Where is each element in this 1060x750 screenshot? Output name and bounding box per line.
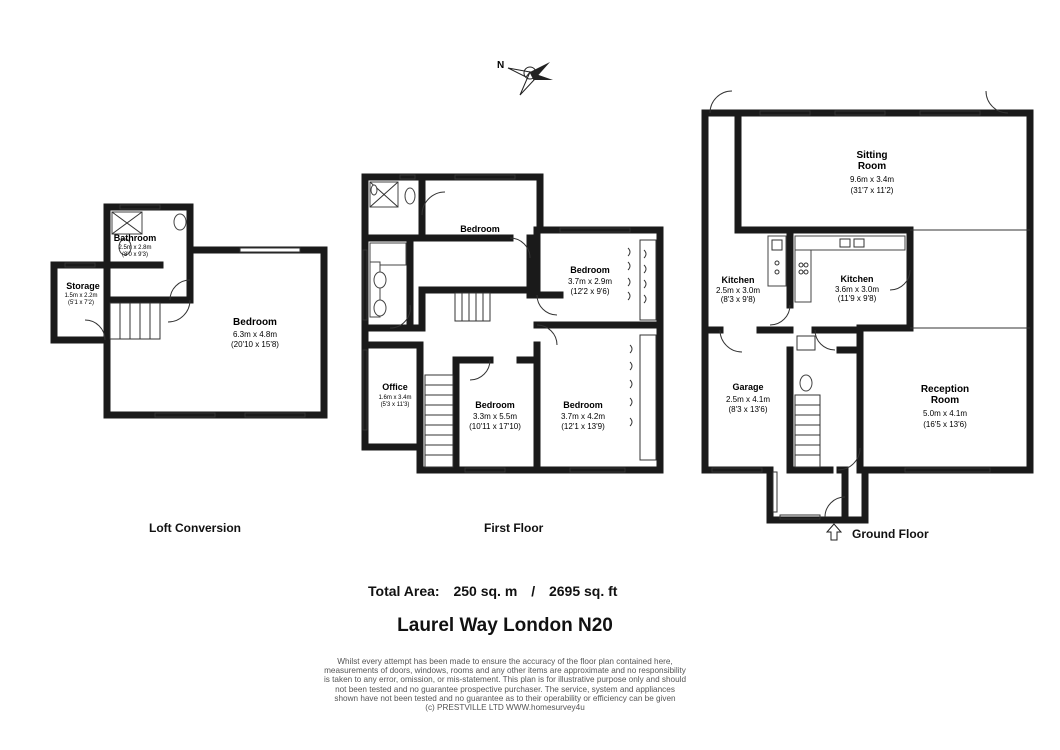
first-bedroom-4-dim-m: 3.7m x 4.2m xyxy=(561,412,605,421)
ground-sitting-name-1: Sitting xyxy=(856,150,887,161)
first-bedroom-3-name: Bedroom xyxy=(475,400,515,410)
loft-bathroom-dim-m: 2.5m x 2.8m xyxy=(118,245,151,251)
loft-bedroom-dim-ft: (20'10 x 15'8) xyxy=(231,340,279,349)
total-area: Total Area: 250 sq. m / 2695 sq. ft xyxy=(368,583,627,599)
disclaimer: Whilst every attempt has been made to en… xyxy=(265,657,745,712)
ground-kitchen2-dim-ft: (11'9 x 9'8) xyxy=(838,294,877,303)
ground-kitchen2-dim-m: 3.6m x 3.0m xyxy=(835,285,879,294)
disclaimer-copyright: (c) PRESTVILLE LTD WWW.homesurvey4u xyxy=(425,703,585,713)
first-bedroom-4-name: Bedroom xyxy=(563,400,603,410)
ground-reception-name-1: Reception xyxy=(921,384,969,395)
loft-bathroom-name: Bathroom xyxy=(114,233,157,243)
first-bedroom-top-name: Bedroom xyxy=(460,224,500,234)
loft-bedroom-name: Bedroom xyxy=(233,317,277,328)
ground-kitchen1-dim-ft: (8'3 x 9'8) xyxy=(721,295,756,304)
ground-sitting-name-2: Room xyxy=(858,161,886,172)
total-area-sqft: 2695 sq. ft xyxy=(548,583,618,599)
property-address: Laurel Way London N20 xyxy=(397,615,613,636)
loft-floor: Bathroom 2.5m x 2.8m (8'0 x 9'3) Storage… xyxy=(50,203,328,419)
loft-storage-name: Storage xyxy=(66,281,100,291)
disclaimer-line: is taken to any error, omission, or mis-… xyxy=(323,675,687,685)
compass-north-label: N xyxy=(497,60,504,71)
total-area-sqm: 250 sq. m xyxy=(453,583,518,599)
first-bedroom-2-name: Bedroom xyxy=(570,265,610,275)
first-bedroom-2-dim-ft: (12'2 x 9'6) xyxy=(570,287,609,296)
ground-floor: Sitting Room 9.6m x 3.4m (31'7 x 11'2) K… xyxy=(701,90,1034,541)
total-area-label: Total Area: xyxy=(368,583,440,599)
compass-rose: N xyxy=(497,60,553,96)
first-office-dim-ft: (5'3 x 11'3) xyxy=(381,402,410,408)
first-bedroom-2-dim-m: 3.7m x 2.9m xyxy=(568,277,612,286)
total-area-separator: / xyxy=(531,583,536,599)
loft-bathroom-dim-ft: (8'0 x 9'3) xyxy=(122,252,148,258)
ground-kitchen2-name: Kitchen xyxy=(840,274,873,284)
first-bedroom-3-dim-m: 3.3m x 5.5m xyxy=(473,412,517,421)
ground-sitting-dim-ft: (31'7 x 11'2) xyxy=(851,186,894,195)
ground-reception-dim-m: 5.0m x 4.1m xyxy=(923,409,967,418)
ground-floor-label: Ground Floor xyxy=(852,527,929,541)
ground-sitting-dim-m: 9.6m x 3.4m xyxy=(850,175,894,184)
ground-garage-dim-ft: (8'3 x 13'6) xyxy=(728,405,767,414)
entrance-arrow-icon xyxy=(825,523,843,541)
first-office-dim-m: 1.6m x 3.4m xyxy=(378,395,411,401)
disclaimer-line: measurements of doors, windows, rooms an… xyxy=(324,666,686,676)
first-floor: Bedroom Bedroom 3.7m x 2.9m (12'2 x 9'6)… xyxy=(361,173,664,474)
loft-bedroom-dim-m: 6.3m x 4.8m xyxy=(233,330,277,339)
disclaimer-line: not been tested and no guarantee prospec… xyxy=(335,684,675,694)
first-bedroom-4-dim-ft: (12'1 x 13'9) xyxy=(561,422,605,431)
loft-floor-label: Loft Conversion xyxy=(149,521,241,535)
ground-reception-dim-ft: (16'5 x 13'6) xyxy=(923,420,967,429)
ground-reception-name-2: Room xyxy=(931,395,959,406)
ground-garage-dim-m: 2.5m x 4.1m xyxy=(726,395,770,404)
loft-storage-dim-m: 1.5m x 2.2m xyxy=(64,293,97,299)
ground-garage-name: Garage xyxy=(732,382,763,392)
first-bedroom-3-dim-ft: (10'11 x 17'10) xyxy=(469,422,521,431)
first-office-name: Office xyxy=(382,382,408,392)
ground-kitchen1-name: Kitchen xyxy=(721,275,754,285)
first-floor-label: First Floor xyxy=(484,521,544,535)
disclaimer-line: Whilst every attempt has been made to en… xyxy=(337,657,673,666)
ground-kitchen1-dim-m: 2.5m x 3.0m xyxy=(716,286,760,295)
loft-storage-dim-ft: (5'1 x 7'2) xyxy=(68,300,94,306)
disclaimer-line: shown have not been tested and no guaran… xyxy=(334,693,676,703)
